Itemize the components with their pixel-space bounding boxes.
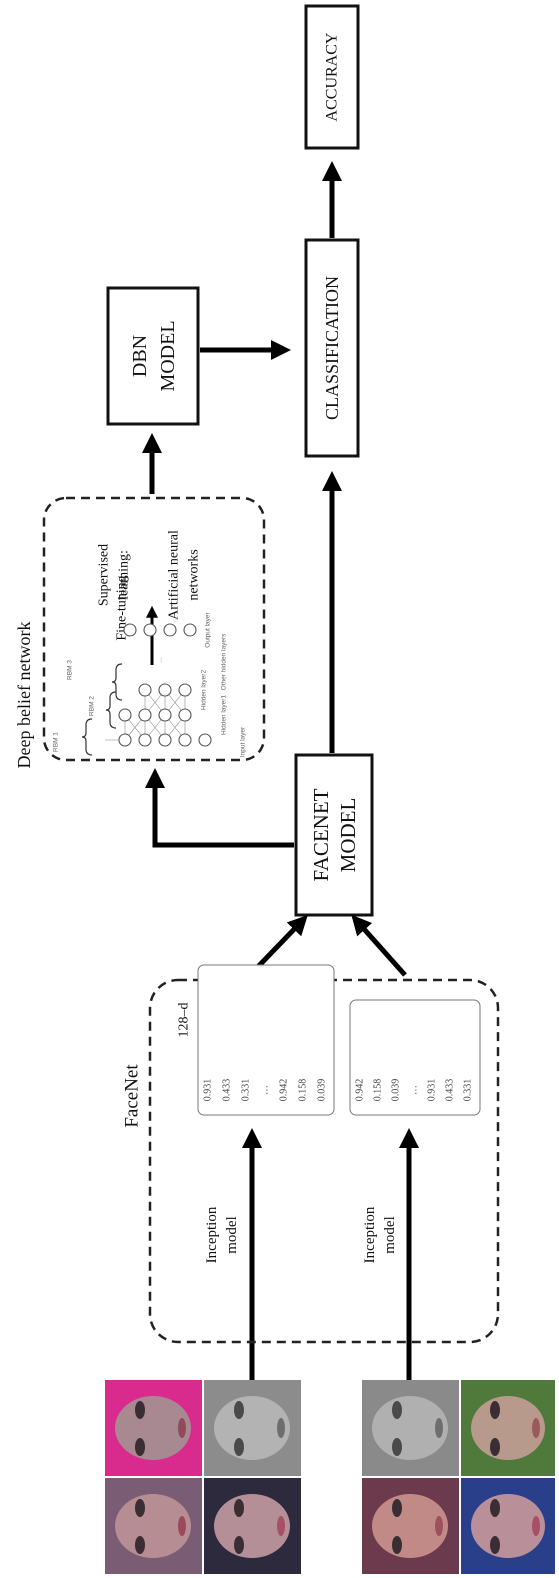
- facenet-panel-title: FaceNet: [122, 1064, 143, 1128]
- layer-label-hidden2: Hidden layer2: [201, 670, 208, 710]
- face-image: [105, 1478, 202, 1574]
- face-image: [461, 1478, 555, 1574]
- face-image: [204, 1478, 301, 1574]
- rbm-label-3: RBM 3: [67, 660, 74, 680]
- arrow-facenet-bottom-to-model: [351, 914, 407, 977]
- accuracy-label: ACCURACY: [324, 32, 341, 121]
- vector-top-value: 0.931: [203, 1079, 214, 1102]
- inception-bottom-line1: Inception: [362, 1206, 378, 1263]
- layer-label-other-hidden: Other hidden layers: [221, 633, 228, 690]
- vector-top-value: 0.942: [279, 1079, 290, 1102]
- vector-bottom-value: 0.433: [445, 1079, 456, 1102]
- network-nodes: [118, 623, 212, 747]
- vector-bottom-value: 0.158: [373, 1079, 384, 1102]
- dbn-panel: Deep belief network Fine-tuning Supervis…: [14, 496, 266, 769]
- accuracy-box: ACCURACY: [304, 4, 360, 150]
- layer-label-output: Output layer: [205, 611, 212, 647]
- classification-label: CLASSIFICATION: [322, 276, 342, 420]
- vector-bottom-value: 0.039: [391, 1079, 402, 1102]
- vector-top-value: 0.433: [222, 1079, 233, 1102]
- arrow-facenet-model-to-dbn-panel: [145, 767, 294, 848]
- dbn-network-illustration: ... RBM 1 RBM 2 RBM 3 Input layer Hidden…: [53, 611, 247, 757]
- dbn-model-label-line2: MODEL: [157, 320, 179, 391]
- vector-bottom-value: 0.942: [355, 1079, 366, 1102]
- dbn-panel-title: Deep belief network: [14, 622, 34, 769]
- rbm-braces: [81, 663, 123, 756]
- vector-top-value: …: [260, 1085, 271, 1095]
- face-image: [362, 1380, 459, 1476]
- dbn-model-box: DBN MODEL: [106, 286, 200, 426]
- face-image: [362, 1478, 459, 1574]
- supervised-label-line1: Supervised: [97, 544, 112, 606]
- vector-top-value: 0.331: [241, 1079, 252, 1102]
- vector-bottom-value: …: [409, 1085, 420, 1095]
- inception-bottom-line2: model: [382, 1216, 398, 1254]
- vector-bottom-value: 0.931: [427, 1079, 438, 1102]
- face-image: [105, 1380, 202, 1476]
- face-image: [461, 1380, 555, 1476]
- vector-bottom-value: 0.331: [463, 1079, 474, 1102]
- dbn-model-label-line1: DBN: [129, 335, 151, 377]
- facenet-model-label-line1: FACENET: [309, 788, 333, 881]
- face-images-bottom: [362, 1380, 555, 1574]
- inception-top-line1: Inception: [204, 1206, 220, 1263]
- network-ellipsis: ...: [157, 657, 164, 663]
- facenet-panel: FaceNet 128–d Inception model 0.931 0.43…: [122, 964, 500, 1344]
- facenet-model-label-line2: MODEL: [336, 798, 360, 873]
- embedding-vector-bottom: 0.942 0.158 0.039 … 0.931 0.433 0.331: [349, 999, 481, 1116]
- dimension-label: 128–d: [177, 1003, 192, 1038]
- supervised-label-line2: learning:: [117, 550, 132, 600]
- layer-label-input: Input layer: [240, 726, 247, 757]
- facenet-model-box: FACENET MODEL: [294, 753, 374, 917]
- vector-top-value: 0.039: [317, 1079, 328, 1102]
- face-image: [204, 1380, 301, 1476]
- embedding-vector-top: 0.931 0.433 0.331 … 0.942 0.158 0.039: [197, 964, 335, 1116]
- inception-top-line2: model: [224, 1216, 240, 1254]
- vector-top-value: 0.158: [298, 1079, 309, 1102]
- ann-label-line1: Artificial neural: [167, 530, 182, 620]
- rbm-label-2: RBM 2: [89, 696, 96, 716]
- classification-box: CLASSIFICATION: [304, 238, 360, 458]
- fine-tuning-label: Fine-tuning: [115, 575, 130, 640]
- face-images-top: [105, 1380, 301, 1574]
- layer-label-hidden1: Hidden layer1: [221, 695, 228, 735]
- rbm-label-1: RBM 1: [53, 732, 60, 752]
- ann-label-line2: networks: [187, 549, 202, 600]
